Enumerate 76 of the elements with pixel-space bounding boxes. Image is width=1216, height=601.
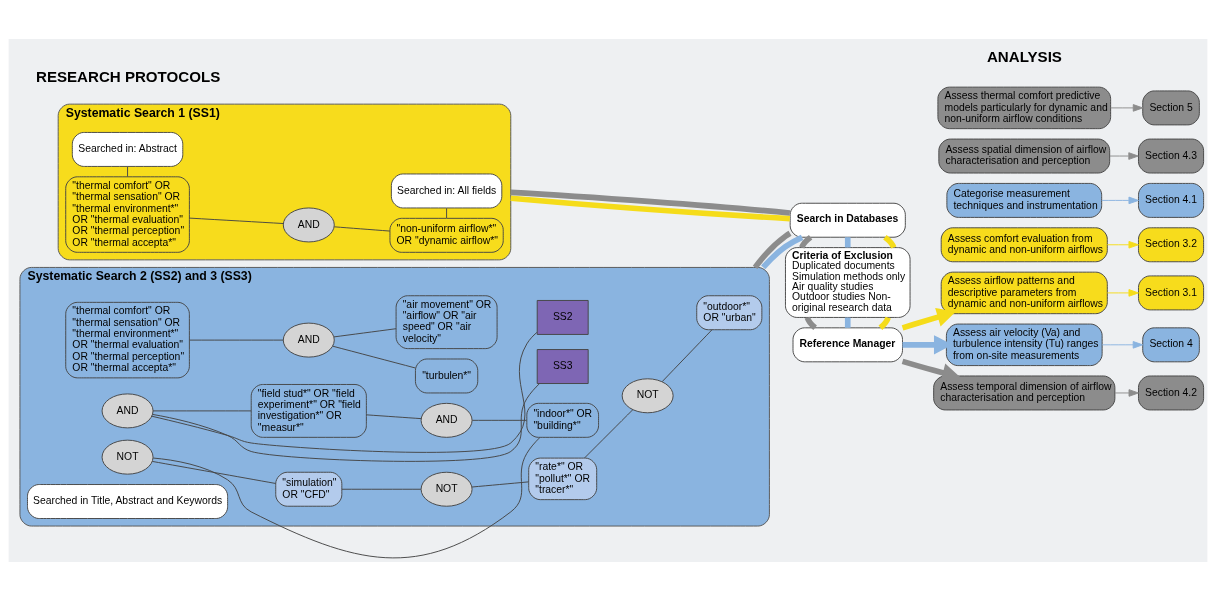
connector xyxy=(752,230,792,270)
connector xyxy=(151,331,538,453)
connector xyxy=(341,488,422,490)
arrow xyxy=(1106,241,1139,249)
arrow xyxy=(1101,196,1139,205)
node-box: SS3 xyxy=(536,349,589,384)
node-ellipse: AND xyxy=(282,322,335,358)
node-box: "rate*" OR "pollut*" OR "tracer*" xyxy=(528,457,598,501)
connector xyxy=(799,235,813,249)
node-box: Section 3.1 xyxy=(1138,275,1205,311)
node-box: Section 4.2 xyxy=(1138,375,1205,411)
node-box: Assess airflow patterns and descriptive parameters from dynamic and non-uniform airflows xyxy=(940,271,1108,315)
arrow xyxy=(1106,289,1139,297)
node-box: Assess spatial dimension of airflow characterisation and perception xyxy=(938,138,1111,174)
node-box: "thermal comfort" OR "thermal sensation" OR "thermal environment*" OR "thermal evaluation" OR "thermal perception" OR "thermal accepta*" xyxy=(65,301,190,379)
connector xyxy=(844,317,851,328)
connector xyxy=(151,460,277,484)
arrow xyxy=(1110,104,1144,112)
connector xyxy=(333,328,397,338)
node-box: Searched in Title, Abstract and Keywords xyxy=(27,484,229,519)
node-box: "field stud*" OR "field experiment*" OR "field investigation*" OR "measur*" xyxy=(250,384,367,438)
node-box: Section 3.2 xyxy=(1138,227,1205,263)
node-box: Section 4.3 xyxy=(1138,138,1205,174)
node-ellipse: AND xyxy=(420,402,473,438)
node-box: "turbulen*" xyxy=(414,358,479,394)
connector xyxy=(584,409,634,459)
connector xyxy=(189,339,284,341)
arrow xyxy=(1101,341,1144,349)
node-box: "outdoor*" OR "urban" xyxy=(696,295,763,331)
node-box: SS2 xyxy=(536,300,589,335)
connector xyxy=(152,437,541,559)
node-box: Assess temporal dimension of airflow characterisation and perception xyxy=(933,375,1116,411)
node-box: "thermal comfort" OR "thermal sensation" OR "thermal environment*" OR "thermal evaluation" OR "thermal perception" OR "thermal accepta*" xyxy=(65,176,190,253)
node-box: Search in Databases xyxy=(789,202,906,238)
node-box: Searched in: All fields xyxy=(390,173,503,209)
node-box: "non-uniform airflow*" OR "dynamic airflow*" xyxy=(389,217,504,253)
node-box: "air movement" OR "airflow" OR "air speed" OR "air velocity" xyxy=(395,295,498,350)
connector xyxy=(510,195,791,222)
connector xyxy=(152,410,252,412)
connector xyxy=(332,345,416,369)
connector xyxy=(761,234,804,270)
node-box: Reference Manager xyxy=(792,327,903,363)
node-box: Section 4.1 xyxy=(1138,182,1205,218)
connector xyxy=(883,235,897,249)
connector xyxy=(471,481,530,488)
node-box: Searched in: Abstract xyxy=(71,132,184,167)
node-box: Categorise measurement techniques and instrumentation xyxy=(946,182,1103,218)
node-box: Assess comfort evaluation from dynamic and non-uniform airflows xyxy=(940,227,1108,263)
arrow xyxy=(1114,389,1139,397)
node-ellipse: AND xyxy=(282,207,335,243)
connector xyxy=(471,419,528,421)
node-box: "indoor*" OR "building*" xyxy=(526,402,600,438)
node-ellipse: NOT xyxy=(420,471,473,507)
connector xyxy=(844,237,851,248)
connector xyxy=(510,189,791,216)
connector xyxy=(661,329,713,383)
connector xyxy=(127,166,128,178)
node-box: Assess air velocity (Va) and turbulence intensity (Tu) ranges from on-site measurements xyxy=(945,323,1103,367)
node-ellipse: AND xyxy=(101,393,154,429)
node-ellipse: NOT xyxy=(101,439,154,475)
label: ANALYSIS xyxy=(986,48,1062,66)
connector xyxy=(366,414,422,420)
connector xyxy=(189,217,284,224)
connector xyxy=(333,226,391,232)
connector xyxy=(446,207,448,219)
node-box: "simulation" OR "CFD" xyxy=(275,471,343,507)
arrow xyxy=(1109,152,1139,160)
label: RESEARCH PROTOCOLS xyxy=(35,68,221,86)
connector xyxy=(804,316,817,330)
node-box: Section 5 xyxy=(1142,90,1200,126)
node-box: Section 4 xyxy=(1142,327,1200,363)
connector xyxy=(878,316,891,330)
node-box: Criteria of Exclusion Duplicated documents Simulation methods only Air quality studies Outdoor studies Non-original research data xyxy=(785,247,911,318)
node-ellipse: NOT xyxy=(621,378,674,414)
node-box: Assess thermal comfort predictive models particularly for dynamic and non-uniform airflow conditions xyxy=(937,86,1112,130)
arrow xyxy=(901,307,956,331)
